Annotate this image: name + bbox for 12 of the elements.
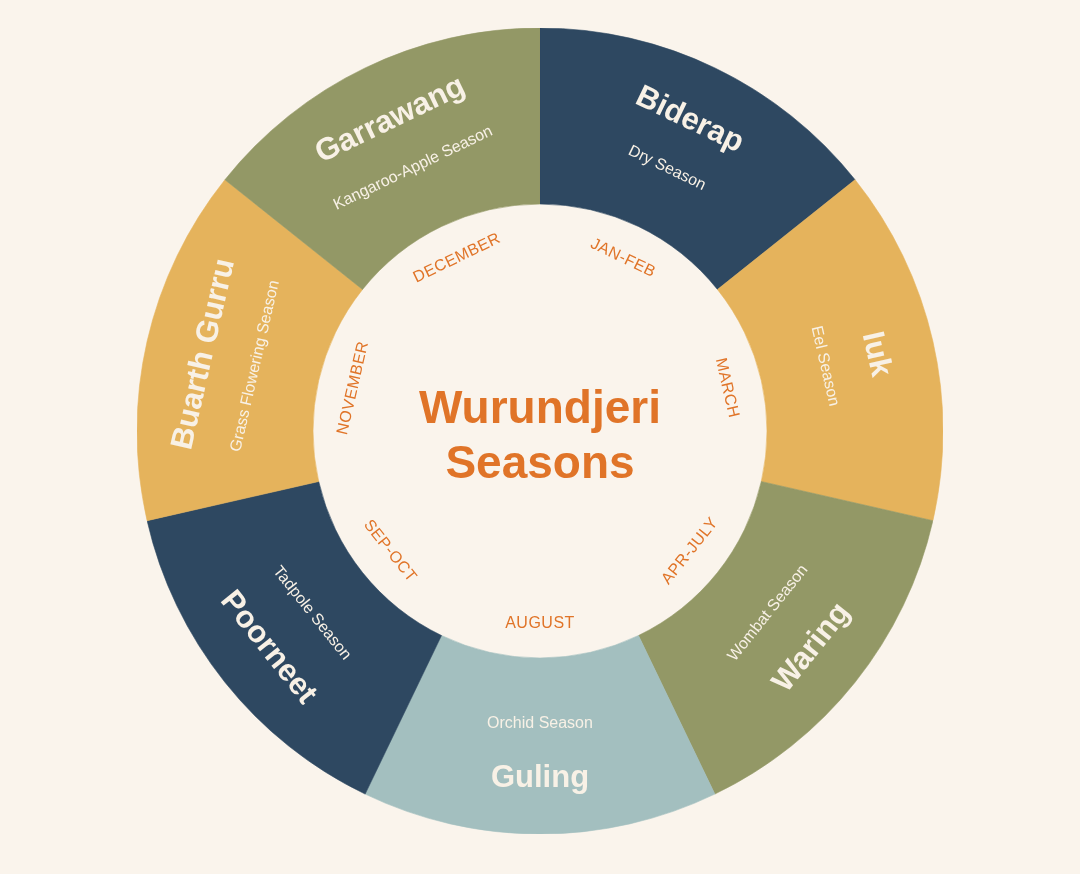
season-name: Guling xyxy=(490,760,590,794)
ring-segment xyxy=(717,179,943,521)
diagram-title: Wurundjeri Seasons xyxy=(418,380,662,491)
ring-segment xyxy=(147,481,442,795)
season-description: Eel Season xyxy=(807,324,842,408)
season-description: Orchid Season xyxy=(487,714,593,732)
month-label: AUGUST xyxy=(505,614,575,632)
season-name: Iuk xyxy=(856,328,899,380)
month-label: MARCH xyxy=(712,356,743,420)
ring-segment xyxy=(540,28,856,290)
ring-segment xyxy=(365,635,715,834)
ring-segment xyxy=(638,481,933,795)
